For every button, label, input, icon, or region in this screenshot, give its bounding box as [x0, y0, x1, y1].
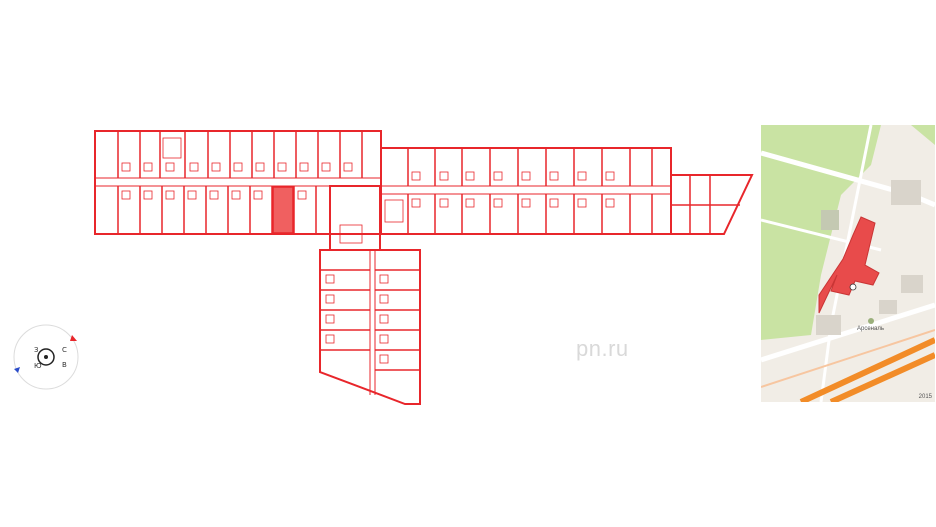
left-wing: [94, 130, 382, 235]
compass-letter-e: В: [62, 361, 67, 369]
compass-icon: C В Ю З: [13, 324, 79, 390]
middle-wing: [380, 147, 672, 235]
north-arrow-icon: [70, 335, 77, 341]
east-end: [670, 174, 754, 235]
map-metro-label: Арсеналь: [857, 326, 884, 332]
location-map[interactable]: Арсеналь 2015: [761, 125, 935, 402]
map-year-label: 2015: [918, 394, 932, 400]
south-wing: [319, 249, 421, 405]
compass-letter-s: Ю: [34, 362, 42, 370]
watermark: pn.ru: [576, 336, 629, 361]
map-graphic: [761, 125, 935, 402]
compass-letter-w: З: [34, 346, 39, 354]
highlighted-apartment[interactable]: [272, 186, 294, 234]
compass-letter-n: C: [62, 346, 67, 354]
building-marker: [818, 216, 880, 314]
